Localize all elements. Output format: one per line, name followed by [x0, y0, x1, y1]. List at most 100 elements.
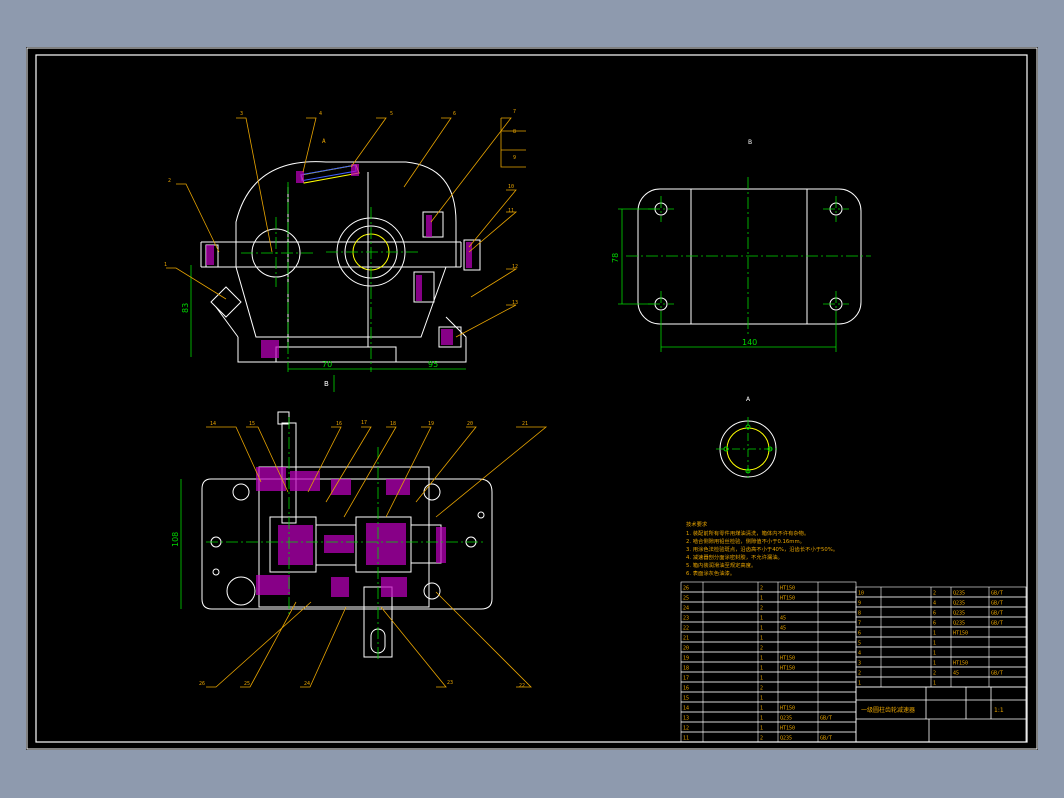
balloon-25: 25: [244, 681, 250, 687]
dim-front-left: 70: [322, 360, 332, 369]
parts-left-cell: 2: [760, 646, 763, 652]
parts-right-cell: GB/T: [991, 671, 1003, 677]
drawing-title: 一级圆柱齿轮减速器: [861, 706, 915, 714]
balloon-21: 21: [522, 421, 528, 427]
parts-left-row: [680, 671, 857, 683]
parts-left-cell: 13: [683, 716, 689, 722]
plan-view: [201, 411, 493, 658]
base-centerlines: [626, 177, 871, 337]
dim-base-length: 140: [742, 338, 757, 347]
tech-note-4: 4. 减速器剖分面涂密封胶，不允许漏油。: [686, 553, 783, 561]
inner-border: [35, 54, 1028, 743]
tech-notes: 技术要求 1. 装配前所有零件用煤油清洗，箱体内不许有杂物。 2. 啮合侧隙用铅…: [686, 520, 838, 577]
parts-left-cell: 22: [683, 626, 689, 632]
parts-right-cell: 6: [933, 611, 936, 617]
front-leaders: [166, 117, 526, 338]
parts-left-cell: 1: [760, 626, 763, 632]
parts-left-cell: 24: [683, 606, 689, 612]
parts-left-cell: 45: [780, 626, 786, 632]
parts-right-cell: 3: [858, 661, 861, 667]
detail-a: [716, 417, 780, 481]
parts-right-cell: GB/T: [991, 621, 1003, 627]
parts-left-cell: 23: [683, 616, 689, 622]
tech-note-3: 3. 用涂色法检验斑点，沿齿高不小于40%，沿齿长不小于50%。: [686, 545, 838, 553]
parts-right-cell: HT150: [953, 661, 968, 667]
parts-left-cell: 1: [760, 636, 763, 642]
parts-left-cell: 20: [683, 646, 689, 652]
parts-left-cell: 1: [760, 676, 763, 682]
parts-right-cell: GB/T: [991, 601, 1003, 607]
parts-left-cell: 14: [683, 706, 689, 712]
balloon-26: 26: [199, 681, 205, 687]
balloon-3: 3: [240, 111, 243, 117]
parts-right-cell: Q235: [953, 601, 965, 607]
parts-right-row: [855, 656, 1027, 668]
parts-left-cell: 1: [760, 716, 763, 722]
outer-border: [26, 47, 1038, 750]
parts-left-cell: 1: [760, 726, 763, 732]
parts-left-row: [680, 631, 857, 643]
parts-left-row: [680, 661, 857, 673]
balloon-11: 11: [508, 208, 514, 214]
parts-left-cell: 18: [683, 666, 689, 672]
base-dimension-lines: [618, 208, 837, 352]
parts-left-cell: 2: [760, 586, 763, 592]
parts-left-cell: 21: [683, 636, 689, 642]
parts-left-cell: Q235: [780, 736, 792, 742]
parts-left-row: [680, 651, 857, 663]
balloon-20: 20: [467, 421, 473, 427]
parts-right-cell: 2: [933, 671, 936, 677]
parts-left-row: [680, 681, 857, 693]
drawing-scale: 1:1: [994, 707, 1004, 714]
balloon-15: 15: [249, 421, 255, 427]
tech-note-2: 2. 啮合侧隙用铅丝检验，侧隙值不小于0.16mm。: [686, 537, 805, 545]
parts-right-cell: HT150: [953, 631, 968, 637]
parts-right-cell: Q235: [953, 621, 965, 627]
parts-right-cell: 2: [933, 591, 936, 597]
parts-left-cell: Q235: [780, 716, 792, 722]
parts-right-row: [855, 646, 1027, 658]
front-hatch: [206, 164, 472, 358]
parts-left-cell: 1: [760, 706, 763, 712]
plan-hatch: [256, 467, 446, 597]
cad-drawing: 83 70 95 B 1 2 3 4 5 6 7 8 9 10 11 12 13…: [26, 47, 1038, 750]
drawing-viewport[interactable]: 83 70 95 B 1 2 3 4 5 6 7 8 9 10 11 12 13…: [26, 47, 1038, 750]
balloon-1: 1: [164, 262, 167, 268]
parts-left-cell: 2: [760, 686, 763, 692]
balloon-13: 13: [512, 300, 518, 306]
parts-right-row: [855, 626, 1027, 638]
parts-left-cell: 1: [760, 656, 763, 662]
parts-left-cell: 15: [683, 696, 689, 702]
parts-right-cell: GB/T: [991, 611, 1003, 617]
parts-left-row: [680, 581, 857, 593]
parts-left-row: [680, 601, 857, 613]
parts-right-cell: 10: [858, 591, 864, 597]
balloon-22: 22: [519, 683, 525, 689]
parts-left-cell: 1: [760, 666, 763, 672]
parts-right-cell: Q235: [953, 611, 965, 617]
view-label-b: B: [748, 139, 752, 146]
front-view: [200, 161, 481, 363]
dim-front-height: 83: [181, 303, 190, 313]
parts-left-cell: 16: [683, 686, 689, 692]
parts-right-cell: 4: [933, 601, 936, 607]
tech-note-1: 1. 装配前所有零件用煤油清洗，箱体内不许有杂物。: [686, 529, 809, 537]
front-balloons: 1 2 3 4 5 6 7 8 9 10 11 12 13: [164, 109, 518, 306]
parts-left-cell: 25: [683, 596, 689, 602]
balloon-9: 9: [513, 155, 516, 161]
parts-left-cell: 26: [683, 586, 689, 592]
parts-right-cell: 1: [933, 651, 936, 657]
balloon-10: 10: [508, 184, 514, 190]
parts-right-cell: 1: [933, 661, 936, 667]
parts-left-cell: 2: [760, 736, 763, 742]
parts-right-cell: 9: [858, 601, 861, 607]
parts-left-cell: HT150: [780, 656, 795, 662]
parts-right-cell: 7: [858, 621, 861, 627]
parts-left-cell: 17: [683, 676, 689, 682]
dim-base-width: 78: [611, 253, 620, 263]
title-block: [855, 686, 1027, 743]
parts-left-row: [680, 611, 857, 623]
parts-left-cell: 1: [760, 616, 763, 622]
parts-right-cell: 5: [858, 641, 861, 647]
